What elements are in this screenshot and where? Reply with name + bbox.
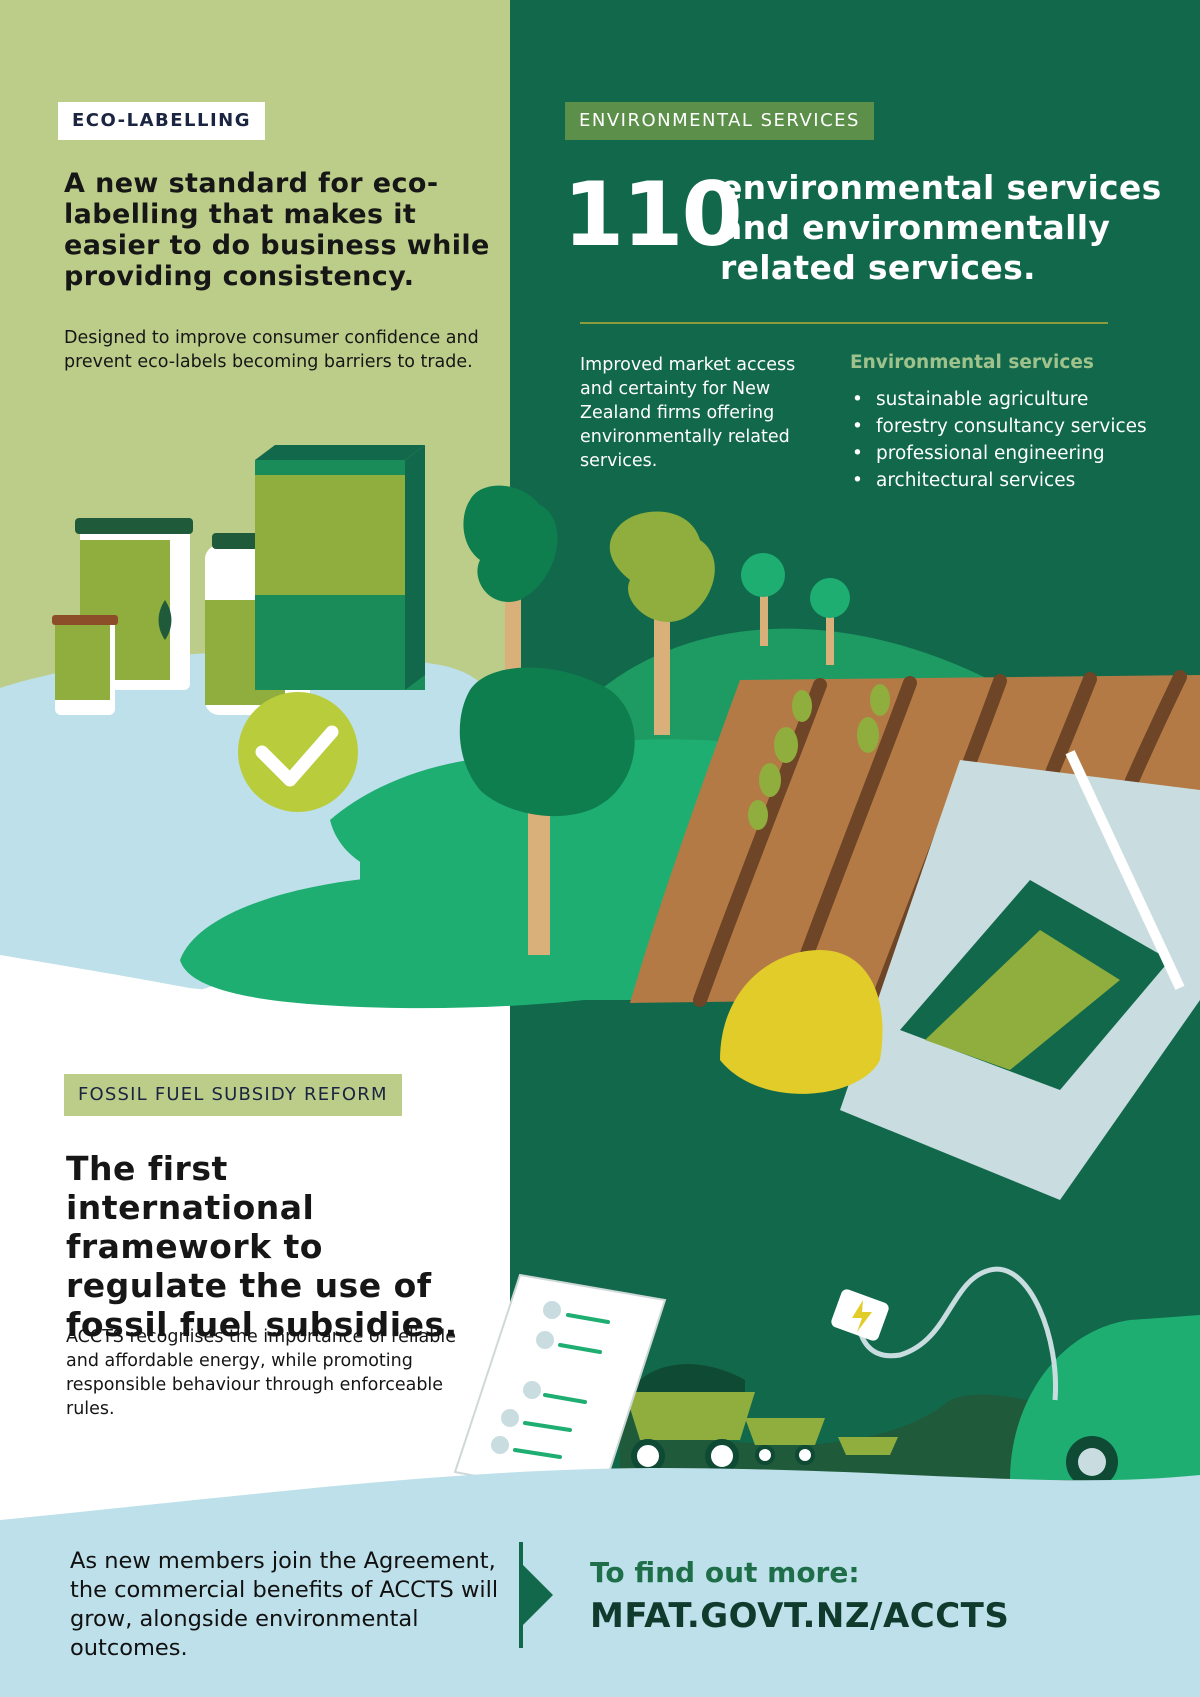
environmental-services-tag: ENVIRONMENTAL SERVICES	[565, 102, 874, 140]
checkmark-icon	[238, 692, 358, 812]
services-list: sustainable agriculture forestry consult…	[852, 388, 1182, 496]
fossil-fuel-tag: FOSSIL FUEL SUBSIDY REFORM	[64, 1074, 402, 1116]
near-meadow	[180, 874, 760, 1009]
list-item: architectural services	[852, 469, 1182, 492]
arrow-icon	[523, 1565, 553, 1625]
cta-label: To find out more:	[590, 1556, 860, 1589]
footer-divider	[519, 1542, 523, 1648]
white-panel	[0, 950, 510, 1550]
blueprint-illustration	[840, 750, 1200, 1200]
cta-link[interactable]: MFAT.GOVT.NZ/ACCTS	[590, 1596, 1010, 1636]
environmental-services-headline: environmental services and environmental…	[720, 168, 1162, 287]
eco-labelling-headline: A new standard for eco-labelling that ma…	[64, 168, 490, 292]
electric-car-illustration	[831, 1266, 1200, 1488]
checklist-illustration	[453, 1273, 667, 1502]
list-item: forestry consultancy services	[852, 415, 1182, 438]
list-item: sustainable agriculture	[852, 388, 1182, 411]
environmental-services-body: Improved market access and certainty for…	[580, 355, 796, 471]
footer-text: As new members join the Agreement, the c…	[70, 1548, 499, 1661]
divider-rule	[580, 322, 1108, 324]
trees	[459, 485, 850, 955]
eco-products	[52, 445, 425, 715]
fossil-fuel-body: ACCTS recognises the importance of relia…	[66, 1327, 457, 1419]
services-count: 110	[563, 163, 743, 266]
hard-hat-icon	[720, 950, 883, 1094]
footer-band	[0, 1468, 1200, 1697]
services-list-title: Environmental services	[850, 352, 1094, 373]
fossil-fuel-headline: The first international framework to reg…	[66, 1149, 458, 1344]
list-item: professional engineering	[852, 442, 1182, 465]
eco-labelling-body: Designed to improve consumer confidence …	[64, 328, 479, 372]
eco-labelling-tag: ECO-LABELLING	[58, 102, 266, 140]
